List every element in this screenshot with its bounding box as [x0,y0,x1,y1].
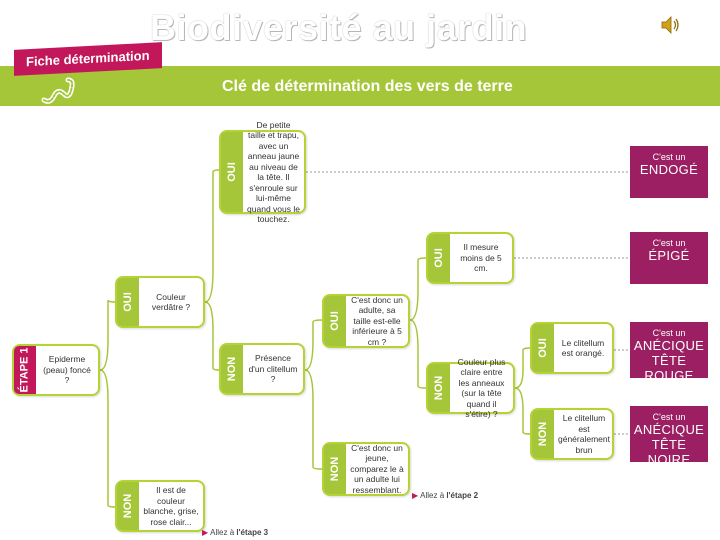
speaker-icon[interactable] [660,14,682,36]
arrow-icon: ▶ [202,528,209,537]
result-endoge: C'est un ENDOGÉ [630,146,708,198]
node-text: Couleur verdâtre ? [151,291,191,313]
yes-orange-node: OUI Le clitellum est orangé. [530,322,614,374]
worm-icon [41,77,75,104]
no-white-node: NON Il est de couleur blanche, grise, ro… [115,480,205,532]
yes-tag: OUI [428,234,450,282]
main-title: Clé de détermination des vers de terre [222,78,513,95]
no-young-node: NON C'est donc un jeune, comparez le à u… [322,442,410,496]
node-text: Présence d'un clitellum ? [248,353,298,385]
no-brown-node: NON Le clitellum est généralement brun [530,408,614,460]
node-text: Il est de couleur blanche, grise, rose c… [143,485,199,527]
no-lighter-node: NON Couleur plus claire entre les anneau… [426,356,515,420]
no-tag: NON [532,410,554,458]
node-text: Le clitellum est généralement brun [558,413,610,455]
no-tag: NON [428,364,450,412]
yes-greenish-node: OUI Couleur verdâtre ? [115,276,205,328]
yes-under5-node: OUI Il mesure moins de 5 cm. [426,232,514,284]
yes-tag: OUI [221,132,243,212]
node-text: Le clitellum est orangé. [561,337,605,359]
yes-tag: OUI [532,324,554,372]
result-anecique-rouge: C'est un ANÉCIQUE TÊTE ROUGE [630,322,708,383]
goto-step2-link[interactable]: ▶Allez à l'étape 2 [412,491,479,500]
goto-step3-link[interactable]: ▶Allez à l'étape 3 [202,528,269,537]
result-anecique-noire: C'est un ANÉCIQUE TÊTE NOIRE [630,406,708,467]
node-text: Epiderme (peau) foncé ? [43,354,91,386]
no-tag: NON [324,444,346,494]
page-title: Biodiversité au jardin [150,7,528,48]
node-text: C'est donc un jeune, comparez le à un ad… [350,442,404,495]
node-text: Il mesure moins de 5 cm. [460,242,502,274]
no-tag: NON [117,482,139,530]
node-text: C'est donc un adulte, sa taille est-elle… [351,294,403,347]
step-tag: ÉTAPE 1 [14,346,36,394]
yes-adult-node: OUI C'est donc un adulte, sa taille est-… [322,294,410,348]
node-text: De petite taille et trapu, avec un annea… [247,119,300,225]
node-text: Couleur plus claire entre les anneaux (s… [457,356,506,420]
step1-node: ÉTAPE 1 Epiderme (peau) foncé ? [12,344,100,396]
arrow-icon: ▶ [412,491,419,500]
yes-tag: OUI [117,278,139,326]
yes-tag: OUI [324,296,346,346]
header-bar [0,66,720,106]
no-clitellum-node: NON Présence d'un clitellum ? [219,343,305,395]
yes-small-node: OUI De petite taille et trapu, avec un a… [219,119,306,225]
result-epige: C'est un ÉPIGÉ [630,232,708,284]
no-tag: NON [221,345,243,393]
